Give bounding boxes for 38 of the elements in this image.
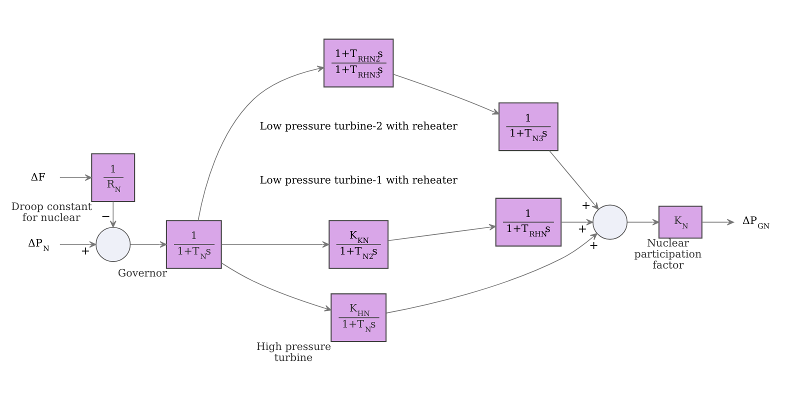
node-box: 1 1+T$_{RHN}$s (495, 198, 562, 247)
arrow (221, 241, 330, 248)
edge-label: + (578, 222, 588, 236)
arrow (392, 74, 500, 115)
node-text: ΔF (30, 171, 46, 184)
node-circle (592, 204, 628, 240)
node-box: 1+T$_{RHN2}$s 1+T$_{RHN3}$s (323, 38, 394, 88)
arrow (110, 201, 116, 228)
node-box: K$_{HN}$ 1+T$_{N}$s (330, 293, 387, 342)
node-label: Governor (118, 268, 168, 280)
label: Low pressure turbine-2 with reheater (260, 120, 458, 132)
node-box: K$_{N}$ (658, 206, 702, 239)
arrow (60, 241, 96, 248)
node-label: Droop constant for nuclear (11, 200, 92, 224)
arrow (388, 224, 496, 242)
edge-label: + (581, 198, 591, 212)
arrow (560, 218, 594, 226)
arrow (198, 66, 324, 221)
arrow (702, 218, 734, 226)
edge-label: − (101, 210, 110, 223)
node-box: K$_{KN}$ 1+T$_{N2}$s (328, 220, 389, 269)
node-circle (96, 226, 131, 262)
node-box: 1 1+T$_{N}$s (166, 220, 222, 269)
arrow (627, 218, 660, 226)
arrow (549, 150, 599, 210)
arrow (60, 174, 92, 181)
node-text: ΔP$_{GN}$ (742, 215, 770, 231)
arrow (130, 241, 167, 248)
label: Low pressure turbine-1 with reheater (260, 174, 458, 187)
node-label: High pressure turbine (256, 340, 332, 364)
node-box: 1 1+T$_{N3}$s (498, 102, 558, 152)
edge-label: + (80, 244, 90, 258)
node-text: ΔP$_{N}$ (28, 237, 50, 253)
node-label: Nuclear participation factor (634, 237, 702, 272)
edge-label: + (589, 238, 598, 252)
arrow (386, 233, 598, 314)
arrow (220, 262, 332, 312)
node-box: 1 R$_{N}$ (91, 153, 136, 202)
